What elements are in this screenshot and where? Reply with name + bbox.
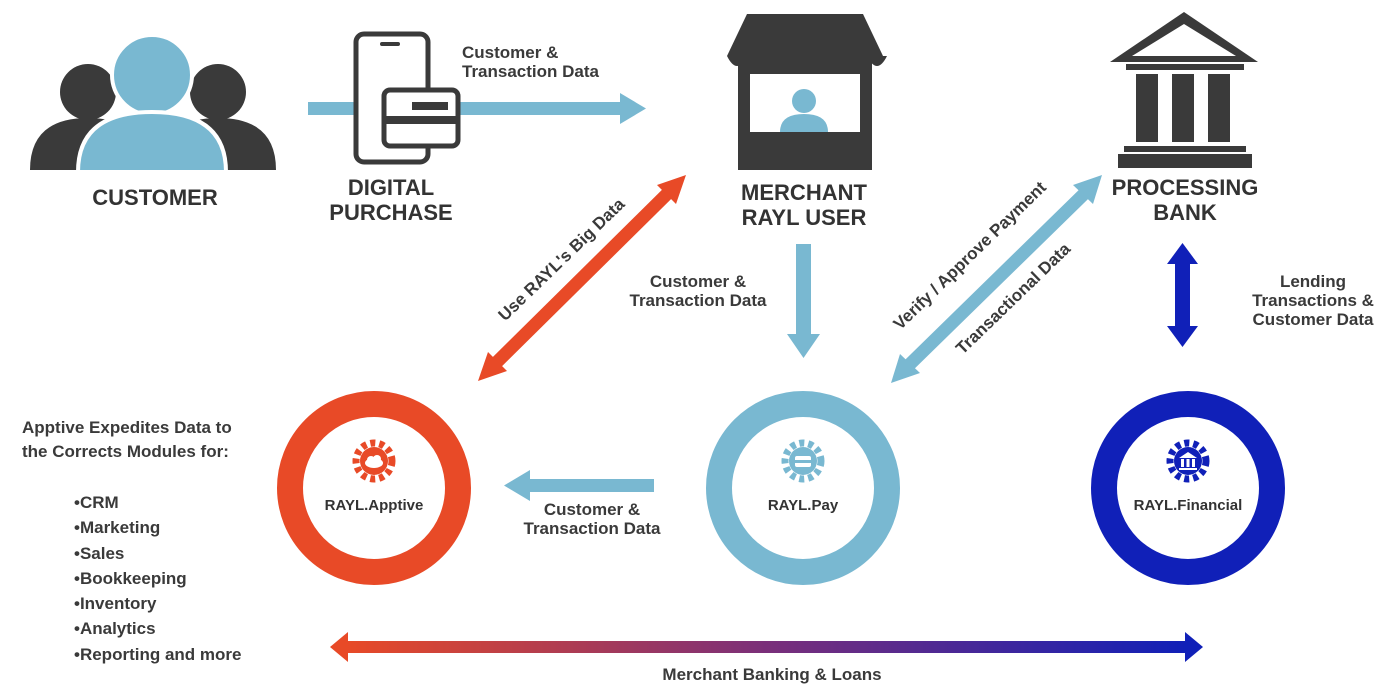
arrow-merchant-to-pay bbox=[787, 244, 820, 358]
digital-purchase-line-2: PURCHASE bbox=[329, 199, 453, 225]
ring-pay bbox=[706, 391, 900, 585]
list-item: Reporting and more bbox=[74, 642, 242, 667]
flow-lending-line-3: Customer Data bbox=[1252, 310, 1374, 330]
arrow-lending bbox=[1167, 243, 1198, 347]
apptive-module-list: CRM Marketing Sales Bookkeeping Inventor… bbox=[74, 490, 242, 667]
list-item: Inventory bbox=[74, 591, 241, 616]
ring-apptive bbox=[277, 391, 471, 585]
apptive-heading-line-1: Apptive Expedites Data to bbox=[22, 418, 232, 437]
list-item: Bookkeeping bbox=[74, 566, 241, 591]
apptive-info-heading: Apptive Expedites Data to the Corrects M… bbox=[22, 416, 232, 464]
bank-line-2: BANK bbox=[1153, 199, 1217, 225]
flow-merchant-line-2: Transaction Data bbox=[629, 291, 767, 311]
customer-label: CUSTOMER bbox=[92, 185, 218, 210]
flow-pay-line-1: Customer & bbox=[543, 500, 641, 519]
flow-pay-line-2: Transaction Data bbox=[523, 519, 661, 539]
arrow-banking-loans bbox=[330, 632, 1203, 662]
flow-merchant-line-1: Customer & bbox=[649, 272, 747, 291]
list-item: Analytics bbox=[74, 616, 241, 641]
arrow-verify-transactional bbox=[891, 175, 1102, 383]
bank-icon bbox=[1110, 12, 1258, 168]
payment-gear-icon bbox=[781, 439, 825, 483]
flow-label-merchant-to-pay: Customer & Transaction Data bbox=[608, 272, 788, 310]
arrow-big-data bbox=[478, 175, 686, 381]
flow-lending-line-2: Transactions & bbox=[1252, 291, 1374, 311]
merchant-line-1: MERCHANT bbox=[741, 180, 867, 205]
flow-lending-line-1: Lending bbox=[1279, 272, 1347, 291]
list-item: CRM bbox=[74, 490, 241, 515]
apptive-heading-line-2: the Corrects Modules for: bbox=[22, 441, 229, 461]
merchant-line-2: RAYL USER bbox=[741, 204, 867, 230]
cloud-gear-icon bbox=[352, 439, 396, 483]
flow-label-banking-loans: Merchant Banking & Loans bbox=[662, 665, 882, 684]
module-apptive-label: RAYL.Apptive bbox=[324, 497, 424, 514]
customer-group-icon bbox=[30, 33, 276, 174]
flow-label-lending: Lending Transactions & Customer Data bbox=[1240, 272, 1386, 329]
digital-purchase-label: DIGITAL PURCHASE bbox=[310, 175, 472, 225]
arrow-pay-to-apptive bbox=[504, 470, 654, 501]
store-icon bbox=[727, 14, 887, 170]
bank-gear-icon bbox=[1166, 439, 1210, 483]
list-item: Marketing bbox=[74, 515, 241, 540]
ring-financial bbox=[1091, 391, 1285, 585]
flow-label-pay-to-apptive: Customer & Transaction Data bbox=[502, 500, 682, 538]
module-pay-label: RAYL.Pay bbox=[767, 497, 839, 514]
digital-purchase-line-1: DIGITAL bbox=[347, 175, 435, 200]
flow-purchase-line-1: Customer & bbox=[462, 43, 559, 62]
list-item: Sales bbox=[74, 541, 241, 566]
smartphone-card-icon bbox=[353, 31, 461, 165]
merchant-label: MERCHANT RAYL USER bbox=[715, 180, 893, 230]
flow-label-purchase-to-merchant: Customer & Transaction Data bbox=[462, 43, 599, 81]
flow-purchase-line-2: Transaction Data bbox=[462, 62, 599, 82]
bank-line-1: PROCESSING bbox=[1111, 175, 1259, 200]
bank-label: PROCESSING BANK bbox=[1100, 175, 1270, 225]
module-financial-label: RAYL.Financial bbox=[1133, 497, 1243, 514]
